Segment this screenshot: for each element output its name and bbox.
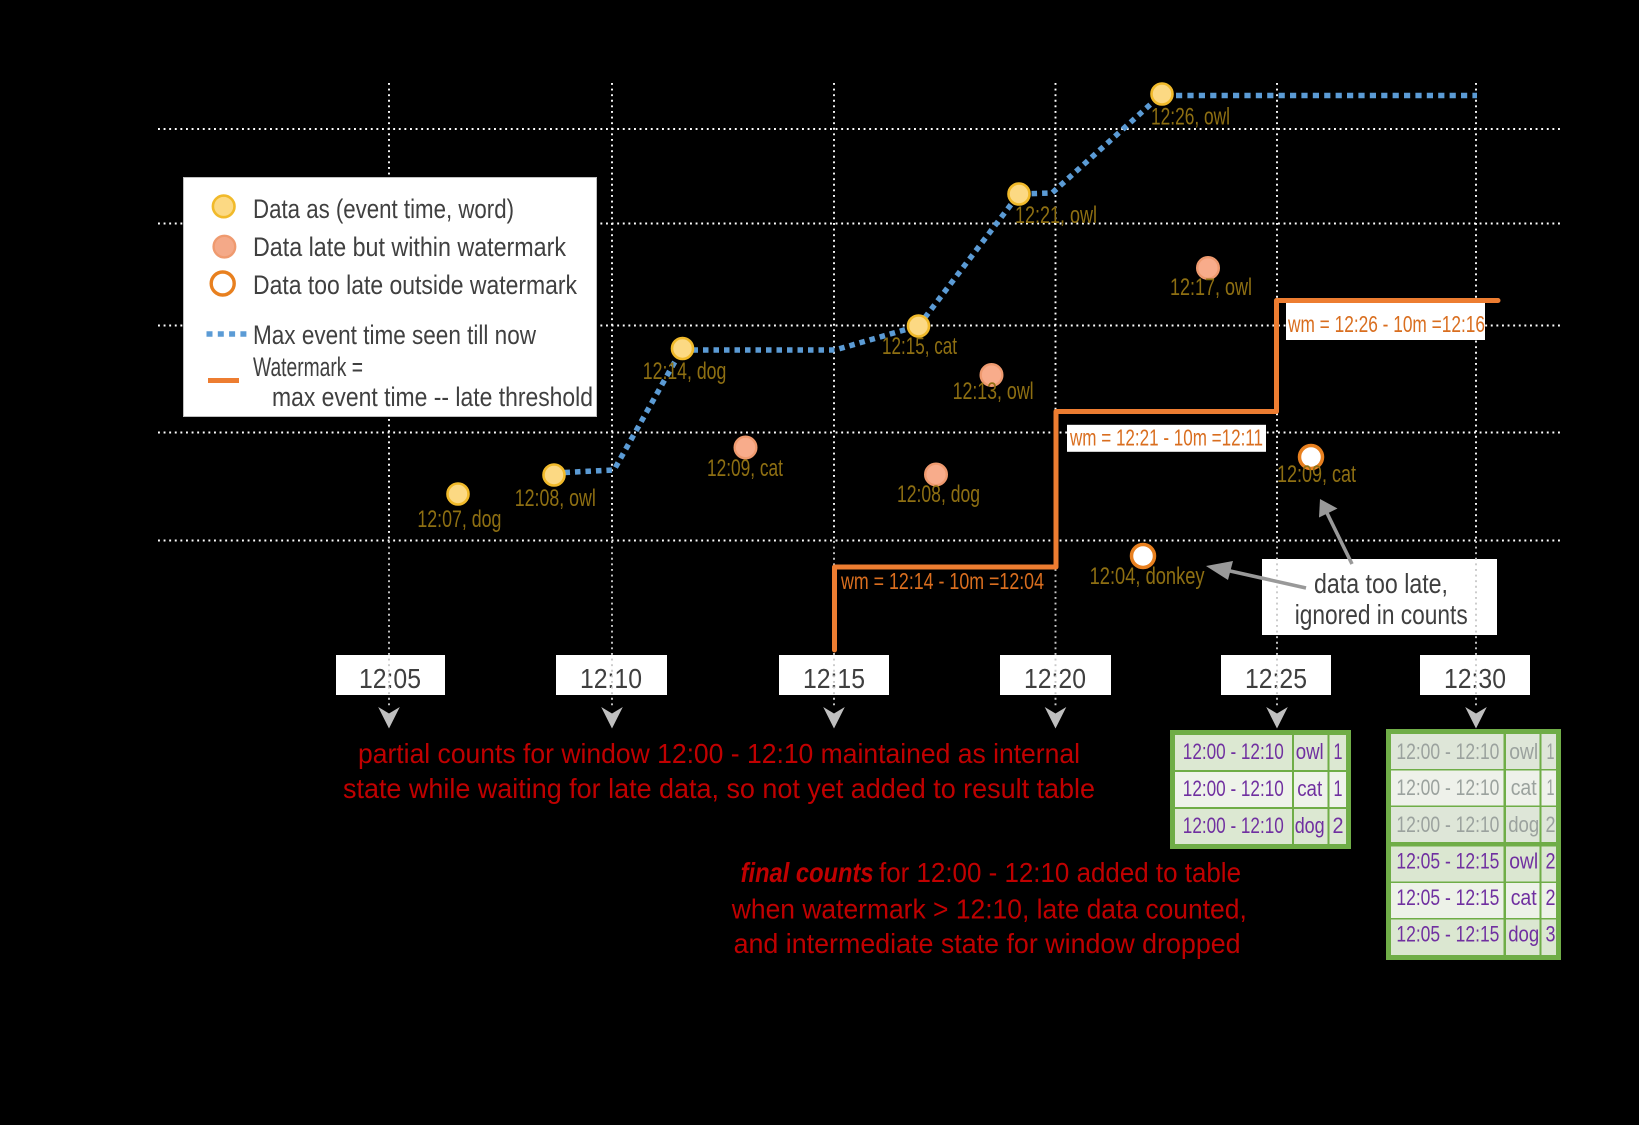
svg-text:1: 1	[1547, 739, 1555, 764]
svg-text:12:09, cat: 12:09, cat	[707, 455, 783, 482]
svg-text:12:00 - 12:10: 12:00 - 12:10	[1183, 739, 1284, 764]
svg-text:and intermediate state for win: and intermediate state for window droppe…	[734, 928, 1241, 959]
svg-text:12:15, cat: 12:15, cat	[882, 333, 957, 360]
svg-text:2: 2	[1333, 813, 1344, 838]
svg-text:state while waiting for late d: state while waiting for late data, so no…	[343, 773, 1095, 804]
svg-text:cat: cat	[1511, 775, 1537, 800]
svg-text:cat: cat	[1511, 885, 1537, 910]
svg-text:Watermark =: Watermark =	[253, 352, 363, 382]
svg-text:1: 1	[1334, 739, 1343, 764]
svg-text:owl: owl	[1296, 739, 1324, 764]
svg-text:cat: cat	[1297, 776, 1322, 801]
svg-text:12:04, donkey: 12:04, donkey	[1090, 563, 1205, 590]
svg-text:12:20: 12:20	[1024, 663, 1086, 694]
svg-text:12:05 - 12:15: 12:05 - 12:15	[1396, 922, 1499, 947]
svg-text:12:26, owl: 12:26, owl	[1151, 104, 1230, 131]
svg-text:12:00 - 12:10: 12:00 - 12:10	[1183, 813, 1284, 838]
svg-text:wm = 12:21 - 10m =12:11: wm = 12:21 - 10m =12:11	[1069, 425, 1263, 451]
svg-text:12:09, cat: 12:09, cat	[1277, 461, 1356, 488]
svg-text:partial counts for window 12:0: partial counts for window 12:00 - 12:10 …	[358, 738, 1080, 769]
svg-text:12:21, owl: 12:21, owl	[1015, 202, 1097, 229]
svg-text:12:07, dog: 12:07, dog	[417, 506, 501, 533]
svg-text:for 12:00 - 12:10 added to tab: for 12:00 - 12:10 added to table	[879, 857, 1241, 888]
svg-text:owl: owl	[1509, 848, 1538, 873]
svg-text:Data too late outside watermar: Data too late outside watermark	[253, 270, 577, 300]
svg-text:12:14, dog: 12:14, dog	[643, 358, 727, 385]
svg-text:Data late but within watermark: Data late but within watermark	[253, 232, 566, 262]
svg-text:dog: dog	[1295, 813, 1325, 838]
svg-text:dog: dog	[1508, 812, 1539, 837]
svg-text:12:05: 12:05	[359, 663, 421, 694]
svg-text:12:08, dog: 12:08, dog	[897, 481, 980, 508]
svg-text:12:00 - 12:10: 12:00 - 12:10	[1396, 739, 1499, 764]
svg-text:12:00 - 12:10: 12:00 - 12:10	[1396, 812, 1499, 837]
svg-text:dog: dog	[1508, 922, 1539, 947]
svg-text:12:10: 12:10	[580, 663, 642, 694]
svg-text:2: 2	[1546, 812, 1556, 837]
svg-text:1: 1	[1334, 776, 1343, 801]
svg-text:12:05 - 12:15: 12:05 - 12:15	[1396, 848, 1499, 873]
svg-text:ignored in counts: ignored in counts	[1295, 599, 1468, 630]
svg-text:12:05 - 12:15: 12:05 - 12:15	[1396, 885, 1499, 910]
svg-text:12:08, owl: 12:08, owl	[515, 485, 596, 512]
svg-text:data too late,: data too late,	[1314, 568, 1448, 599]
svg-text:12:30: 12:30	[1444, 663, 1506, 694]
svg-text:wm = 12:14 - 10m =12:04: wm = 12:14 - 10m =12:04	[840, 568, 1044, 594]
svg-text:12:00 - 12:10: 12:00 - 12:10	[1396, 775, 1499, 800]
svg-text:12:17, owl: 12:17, owl	[1170, 274, 1252, 301]
svg-text:2: 2	[1546, 848, 1556, 873]
svg-text:Max event time seen till now: Max event time seen till now	[253, 320, 536, 350]
svg-text:2: 2	[1546, 885, 1556, 910]
svg-text:3: 3	[1546, 922, 1556, 947]
svg-text:12:00 - 12:10: 12:00 - 12:10	[1183, 776, 1284, 801]
svg-text:max event time -- late thresho: max event time -- late threshold	[272, 382, 593, 412]
svg-text:1: 1	[1547, 775, 1555, 800]
svg-text:owl: owl	[1509, 739, 1538, 764]
svg-text:12:25: 12:25	[1245, 663, 1307, 694]
svg-text:wm = 12:26 - 10m =12:16: wm = 12:26 - 10m =12:16	[1287, 311, 1485, 337]
svg-text:final counts: final counts	[741, 857, 874, 888]
svg-text:12:13, owl: 12:13, owl	[953, 378, 1034, 405]
svg-text:Data as (event time, word): Data as (event time, word)	[253, 194, 514, 224]
svg-text:when watermark > 12:10, late d: when watermark > 12:10, late data counte…	[731, 894, 1247, 925]
svg-text:12:15: 12:15	[803, 663, 865, 694]
